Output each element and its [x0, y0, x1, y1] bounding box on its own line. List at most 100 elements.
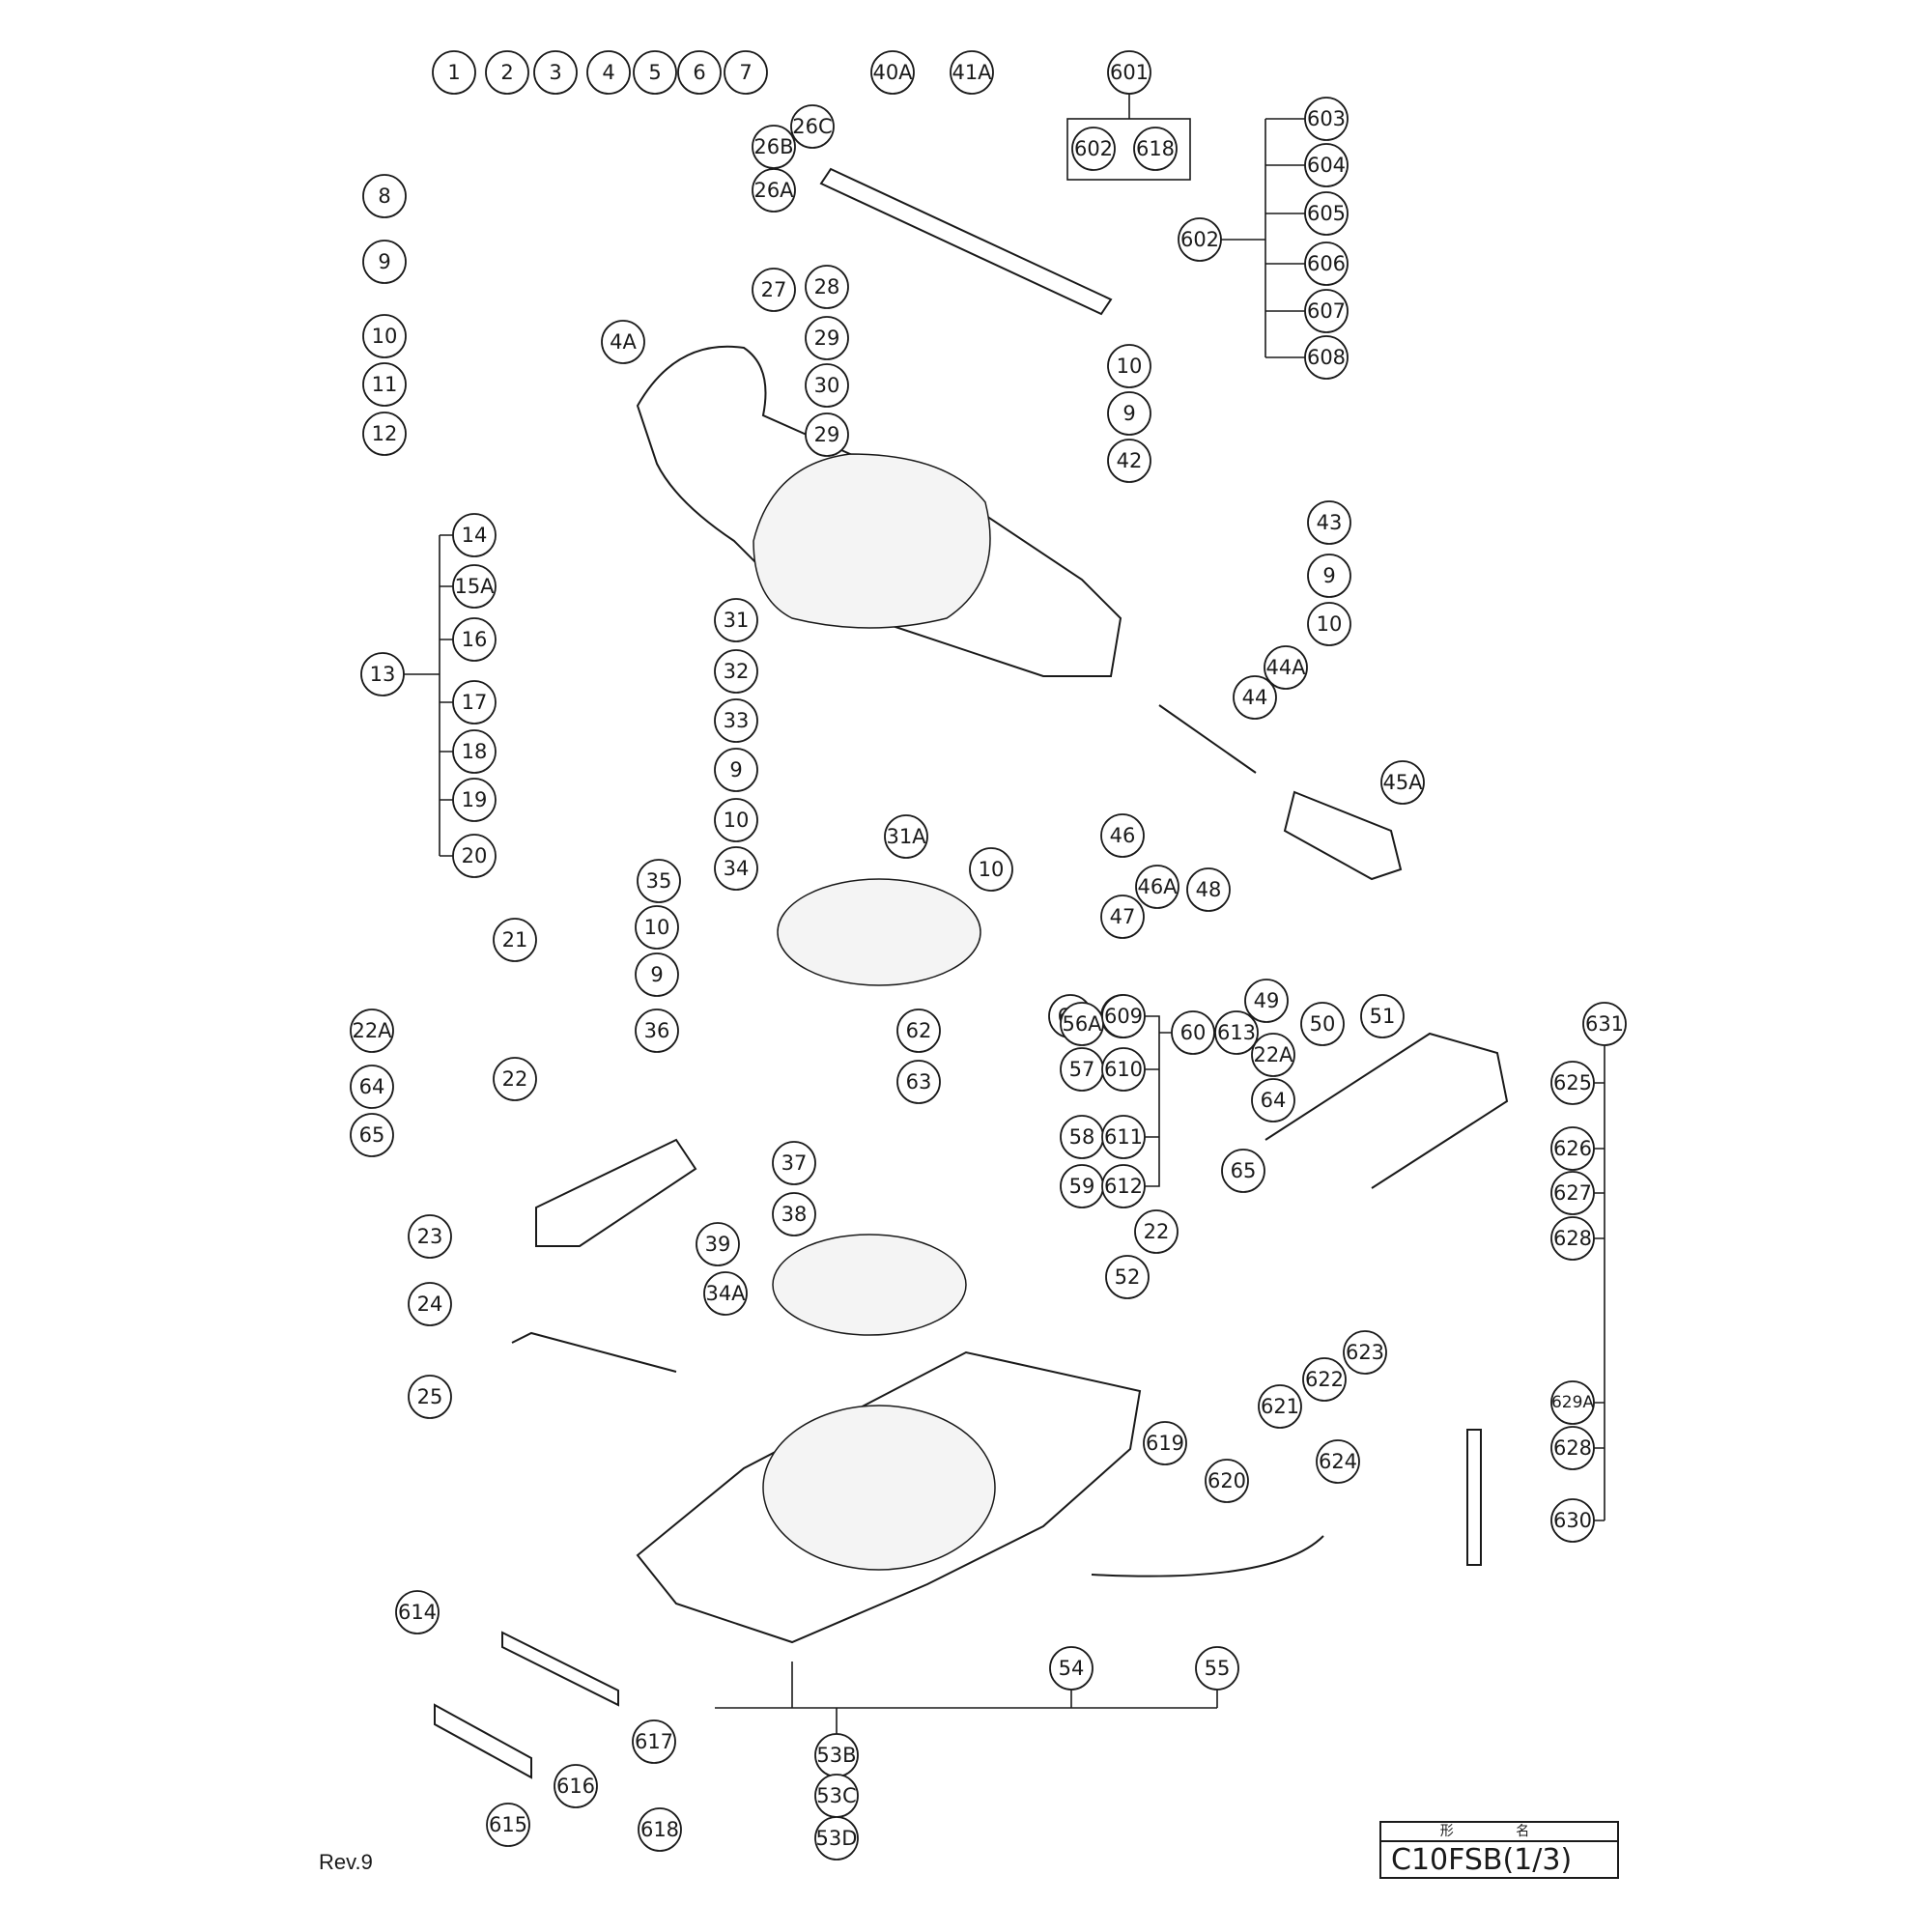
callout-label: 10: [644, 916, 670, 939]
callout-21: 21: [493, 918, 537, 962]
callout-616: 616: [554, 1764, 598, 1808]
callout-44a: 44A: [1264, 645, 1308, 690]
callout-7: 7: [724, 50, 768, 95]
callout-65: 65: [1221, 1149, 1265, 1193]
callout-label: 3: [549, 61, 561, 84]
callout-circle: [1205, 1459, 1249, 1503]
callout-2: 2: [485, 50, 529, 95]
callout-11: 11: [362, 362, 407, 407]
callout-label: 22: [502, 1067, 528, 1091]
callout-626: 626: [1550, 1126, 1595, 1171]
callout-54: 54: [1049, 1646, 1094, 1690]
callout-label: 9: [1322, 564, 1335, 587]
callout-9: 9: [362, 240, 407, 284]
callout-circle: [486, 1803, 530, 1847]
callout-label: 28: [814, 275, 840, 298]
callout-circle: [714, 798, 758, 842]
callout-57: 57: [1060, 1047, 1104, 1092]
callout-label: 63: [906, 1070, 932, 1094]
callout-circle: [1264, 645, 1308, 690]
callout-label: 62: [906, 1019, 932, 1042]
callout-618: 618: [638, 1807, 682, 1852]
callout-label: 17: [462, 691, 488, 714]
callout-circle: [752, 268, 796, 312]
callout-label: 611: [1104, 1125, 1143, 1149]
callout-circle: [1195, 1646, 1239, 1690]
callout-30: 30: [805, 363, 849, 408]
callout-label: 630: [1553, 1509, 1592, 1532]
callout-circle: [408, 1375, 452, 1419]
callout-circle: [1101, 1115, 1146, 1159]
callout-circle: [637, 859, 681, 903]
callout-label: 19: [462, 788, 488, 811]
callout-label: 5: [648, 61, 661, 84]
callout-label: 612: [1104, 1175, 1143, 1198]
callout-label: 629A: [1551, 1393, 1594, 1412]
callout-label: 8: [378, 185, 390, 208]
callout-label: 4A: [610, 330, 637, 354]
callout-53b: 53B: [814, 1733, 859, 1777]
callout-circle: [1550, 1216, 1595, 1261]
callout-label: 21: [502, 928, 528, 952]
callout-label: 37: [781, 1151, 808, 1175]
callout-label: 22: [1144, 1220, 1170, 1243]
callout-circle: [1304, 242, 1349, 286]
bracket-53: [715, 1662, 1218, 1734]
callout-33: 33: [714, 698, 758, 743]
callout-circle: [601, 320, 645, 364]
model-number: C10FSB(1/3): [1391, 1843, 1573, 1877]
callout-label: 58: [1069, 1125, 1095, 1149]
callout-601: 601: [1107, 50, 1151, 95]
callout-label: 627: [1553, 1181, 1592, 1205]
callout-circle: [350, 1065, 394, 1109]
callout-44: 44: [1233, 675, 1277, 720]
callout-4a: 4A: [601, 320, 645, 364]
callout-628: 628: [1550, 1426, 1595, 1470]
callout-label: 11: [372, 373, 398, 396]
callout-610: 610: [1101, 1047, 1146, 1092]
bracket-602: [1221, 118, 1305, 358]
callout-circle: [493, 918, 537, 962]
callout-label: 43: [1317, 511, 1343, 534]
callout-label: 53D: [816, 1827, 858, 1850]
callout-35: 35: [637, 859, 681, 903]
callout-circle: [805, 265, 849, 309]
callout-label: 6: [693, 61, 705, 84]
callout-42: 42: [1107, 439, 1151, 483]
stop-rod: [511, 1331, 677, 1373]
callout-circle: [554, 1764, 598, 1808]
callout-28: 28: [805, 265, 849, 309]
callout-label: 606: [1307, 252, 1346, 275]
callout-623: 623: [1343, 1330, 1387, 1375]
callout-circle: [1221, 1149, 1265, 1193]
callout-circle: [533, 50, 578, 95]
callout-label: 609: [1104, 1005, 1143, 1028]
callout-circle: [714, 846, 758, 891]
callout-49: 49: [1244, 979, 1289, 1023]
callout-label: 56A: [1062, 1012, 1102, 1036]
callout-label: 27: [761, 278, 787, 301]
callout-13: 13: [360, 652, 405, 696]
callout-label: 50: [1310, 1012, 1336, 1036]
callout-circle: [586, 50, 631, 95]
callout-circle: [1105, 1255, 1150, 1299]
callout-613: 613: [1214, 1010, 1259, 1055]
title-block-header: 形 名: [1381, 1823, 1617, 1842]
callout-628: 628: [1550, 1216, 1595, 1261]
callout-circle: [1143, 1421, 1187, 1465]
handle-grip: [1283, 790, 1403, 881]
callout-label: 9: [1122, 402, 1135, 425]
callout-circle: [772, 1141, 816, 1185]
callout-circle: [969, 847, 1013, 892]
callout-circle: [703, 1271, 748, 1316]
callout-label: 26B: [753, 135, 793, 158]
title-block: 形 名 C10FSB(1/3): [1379, 1821, 1619, 1879]
callout-53c: 53C: [814, 1774, 859, 1818]
shaft-44: [1158, 704, 1257, 774]
callout-circle: [362, 412, 407, 456]
callout-label: 628: [1553, 1436, 1592, 1460]
callout-60: 60: [1171, 1010, 1215, 1055]
callout-label: 45A: [1382, 771, 1423, 794]
callout-label: 54: [1059, 1657, 1085, 1680]
callout-circle: [1133, 127, 1178, 171]
